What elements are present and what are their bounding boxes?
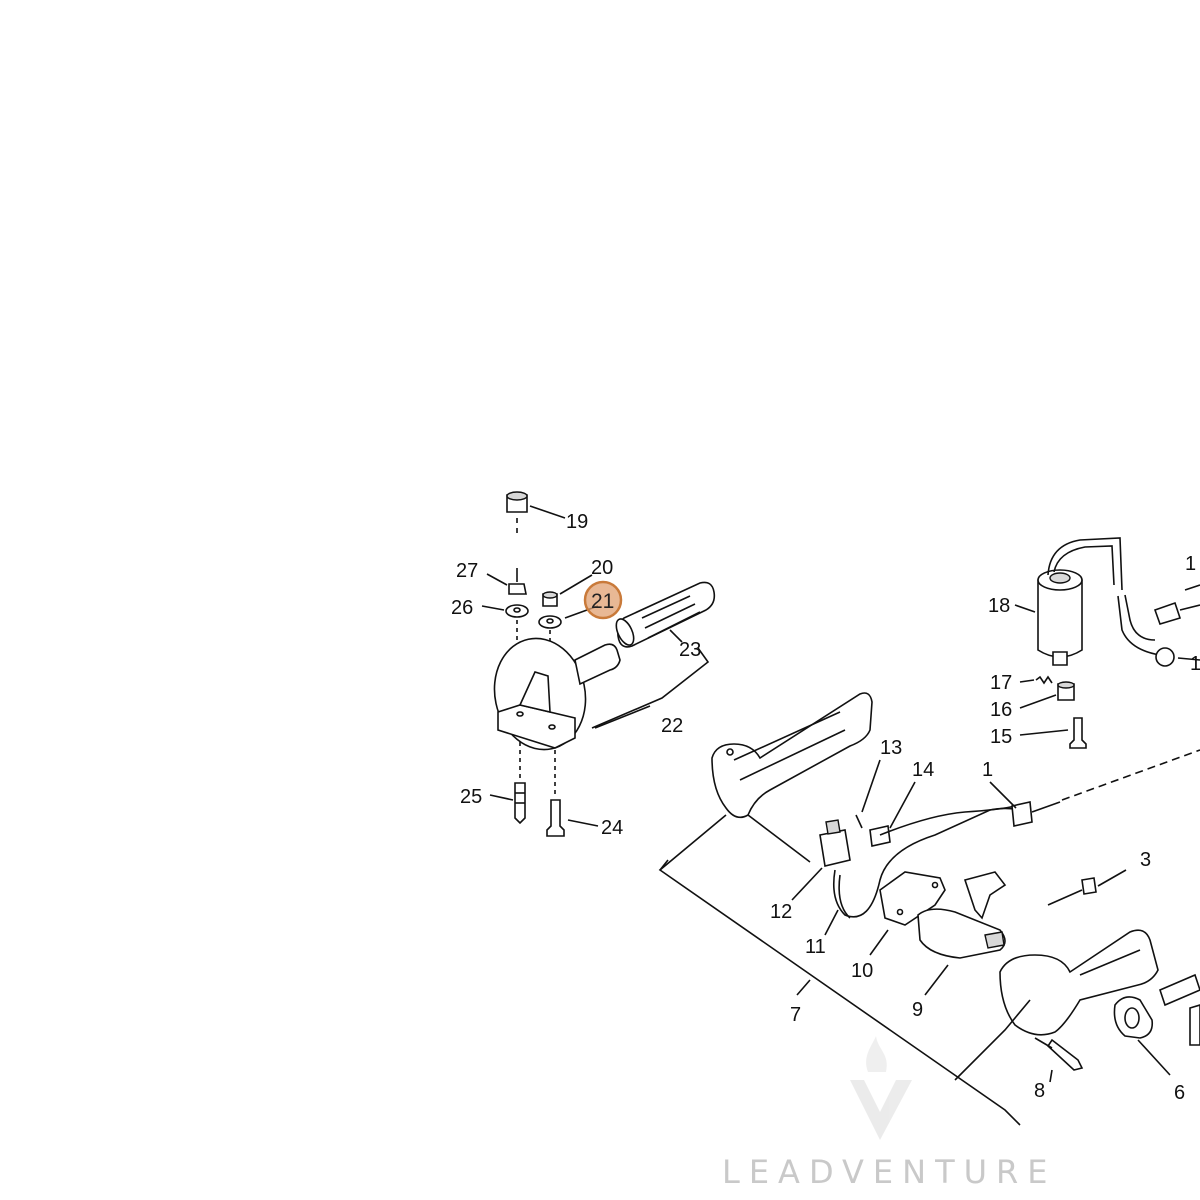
part-17-spring bbox=[1035, 675, 1053, 685]
callout-7[interactable]: 7 bbox=[790, 1004, 801, 1026]
part-12-switch bbox=[819, 819, 851, 867]
part-20-nut bbox=[542, 591, 558, 607]
part-21-washer bbox=[538, 615, 562, 629]
callout-1[interactable]: 1 bbox=[982, 759, 993, 781]
part-3-clip bbox=[1047, 877, 1097, 906]
flame-v-logo-icon bbox=[850, 1036, 912, 1140]
callout-16[interactable]: 16 bbox=[990, 699, 1012, 721]
callout-19[interactable]: 19 bbox=[566, 511, 588, 533]
callout-edge-1[interactable]: 1 bbox=[1185, 553, 1196, 575]
part-15-bolt bbox=[1069, 717, 1087, 749]
part-19-nut bbox=[506, 491, 528, 536]
callout-3[interactable]: 3 bbox=[1140, 849, 1151, 871]
callout-20[interactable]: 20 bbox=[591, 557, 613, 579]
callout-18[interactable]: 18 bbox=[988, 595, 1010, 617]
callout-26[interactable]: 26 bbox=[451, 597, 473, 619]
highlight-part-21[interactable] bbox=[583, 580, 623, 620]
callout-17[interactable]: 17 bbox=[990, 672, 1012, 694]
callout-edge-2[interactable]: 1 bbox=[1190, 653, 1200, 675]
callout-10[interactable]: 10 bbox=[851, 960, 873, 982]
callout-6[interactable]: 6 bbox=[1174, 1082, 1185, 1104]
callout-22[interactable]: 22 bbox=[661, 715, 683, 737]
callout-11[interactable]: 11 bbox=[805, 936, 826, 958]
callout-25[interactable]: 25 bbox=[460, 786, 482, 808]
part-7-handle-upper bbox=[711, 692, 873, 819]
part-7-handle-lower bbox=[999, 929, 1159, 1036]
part-6-bushing bbox=[1113, 996, 1154, 1039]
part-10-plate bbox=[879, 871, 946, 926]
part-8-screw bbox=[1046, 1038, 1084, 1071]
callout-21[interactable]: 21 bbox=[591, 590, 614, 613]
callout-9[interactable]: 9 bbox=[912, 999, 923, 1021]
callout-8[interactable]: 8 bbox=[1034, 1080, 1045, 1102]
callout-14[interactable]: 14 bbox=[912, 759, 934, 781]
callout-12[interactable]: 12 bbox=[770, 901, 792, 923]
part-22-handle-bracket bbox=[493, 637, 621, 751]
part-24-bolt bbox=[546, 750, 565, 837]
callout-24[interactable]: 24 bbox=[601, 817, 623, 839]
part-27-nut bbox=[508, 568, 527, 595]
part-14-connector bbox=[869, 825, 891, 847]
callout-23[interactable]: 23 bbox=[679, 639, 701, 661]
callout-13[interactable]: 13 bbox=[880, 737, 902, 759]
part-23-grip bbox=[615, 581, 716, 648]
callout-27[interactable]: 27 bbox=[456, 560, 478, 582]
watermark-brand: LEADVENTURE bbox=[722, 1153, 1056, 1191]
part-26-washer bbox=[505, 604, 529, 618]
part-1-cable bbox=[1011, 749, 1200, 827]
part-18-module bbox=[1037, 537, 1200, 667]
part-16-cap bbox=[1057, 681, 1075, 701]
callout-15[interactable]: 15 bbox=[990, 726, 1012, 748]
part-25-bolt bbox=[514, 742, 526, 825]
part-9-trigger bbox=[917, 871, 1007, 959]
